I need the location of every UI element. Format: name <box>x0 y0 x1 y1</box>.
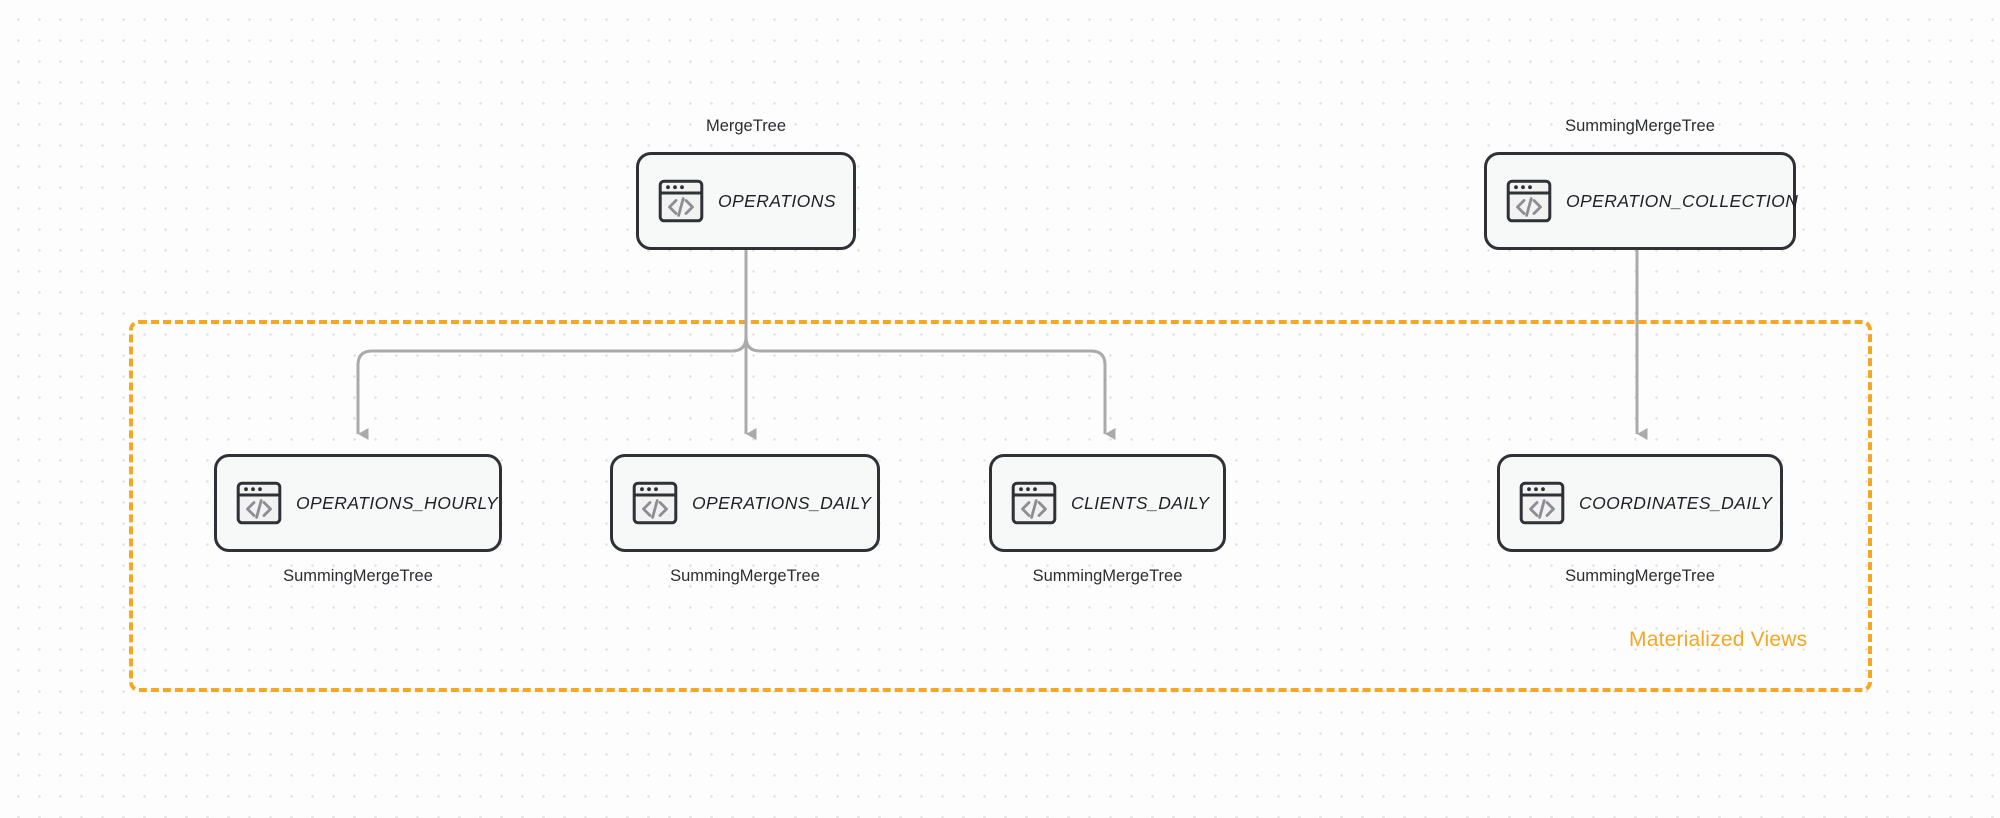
engine-caption-operations_daily: SummingMergeTree <box>670 567 820 585</box>
code-window-icon <box>1519 481 1565 525</box>
node-label: OPERATION_COLLECTION <box>1566 190 1799 211</box>
node-operations_hourly[interactable]: OPERATIONS_HOURLY <box>214 454 502 552</box>
node-label: OPERATIONS_HOURLY <box>296 492 499 513</box>
code-window-icon <box>236 481 282 525</box>
node-label: COORDINATES_DAILY <box>1579 492 1773 513</box>
code-window-icon <box>1506 179 1552 223</box>
code-window-icon <box>1011 481 1057 525</box>
code-window-icon <box>658 179 704 223</box>
node-operations[interactable]: OPERATIONS <box>636 152 856 250</box>
engine-caption-operations: MergeTree <box>705 117 787 135</box>
engine-caption-coordinates_daily: SummingMergeTree <box>1565 567 1715 585</box>
node-coordinates_daily[interactable]: COORDINATES_DAILY <box>1497 454 1783 552</box>
node-operation_collection[interactable]: OPERATION_COLLECTION <box>1484 152 1799 250</box>
engine-caption-operation_collection: SummingMergeTree <box>1565 117 1715 135</box>
node-label: CLIENTS_DAILY <box>1071 492 1210 513</box>
node-label: OPERATIONS <box>718 190 836 211</box>
node-label: OPERATIONS_DAILY <box>692 492 872 513</box>
code-window-icon <box>632 481 678 525</box>
engine-caption-operations_hourly: SummingMergeTree <box>283 567 433 585</box>
node-clients_daily[interactable]: CLIENTS_DAILY <box>989 454 1226 552</box>
engine-caption-clients_daily: SummingMergeTree <box>1032 567 1183 585</box>
node-operations_daily[interactable]: OPERATIONS_DAILY <box>610 454 880 552</box>
materialized-views-group-label: Materialized Views <box>1629 628 1808 651</box>
